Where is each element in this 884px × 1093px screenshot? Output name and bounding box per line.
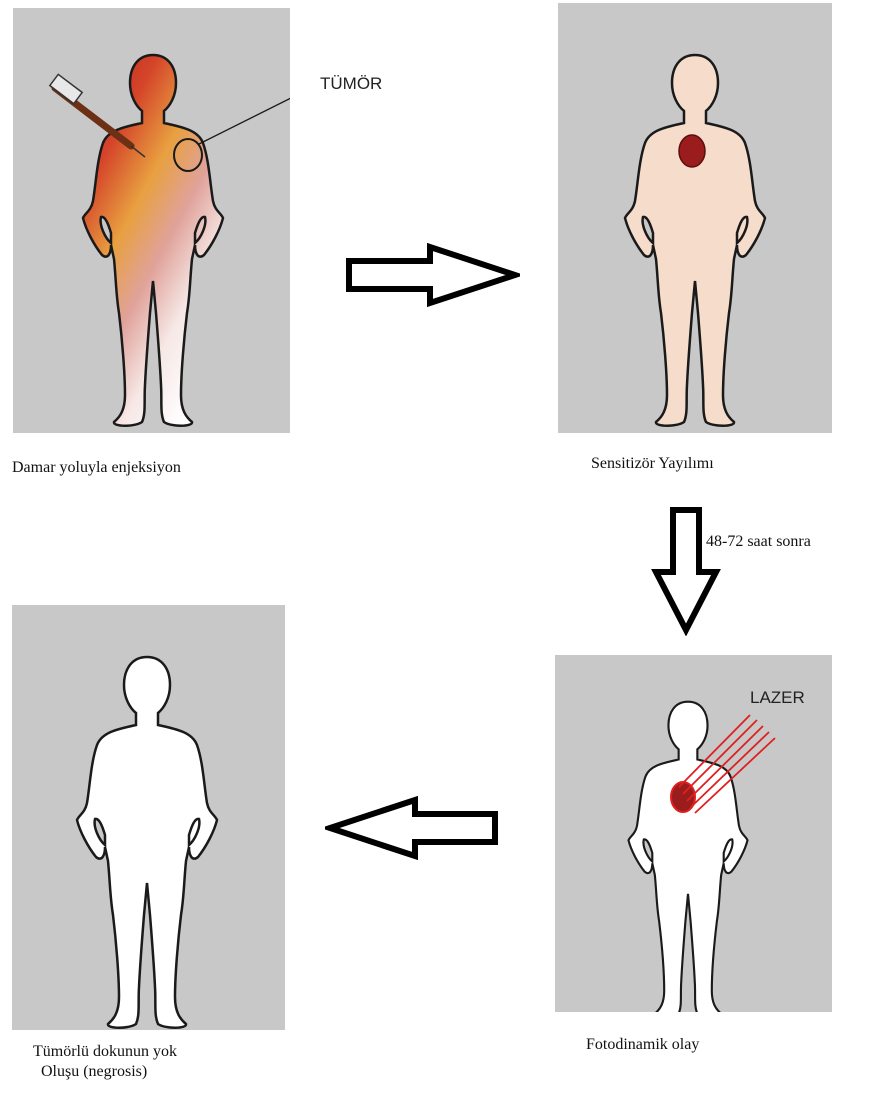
caption-photodynamic: Fotodinamik olay [586, 1036, 699, 1054]
caption-injection: Damar yoluyla enjeksiyon [12, 459, 181, 477]
panel-injection [13, 8, 290, 433]
arrow-right-icon [345, 243, 520, 308]
panel-photodynamic [555, 655, 832, 1012]
arrow-left-icon [325, 796, 500, 861]
tumor-label: TÜMÖR [320, 74, 382, 94]
caption-necrosis-line2: Oluşu (negrosis) [41, 1063, 147, 1081]
arrow-down-icon [650, 506, 722, 636]
caption-necrosis-line1: Tümörlü dokunun yok [33, 1043, 177, 1061]
tumor-spot [679, 135, 705, 167]
caption-spread: Sensitizör Yayılımı [591, 455, 714, 473]
panel-necrosis [12, 605, 285, 1030]
laser-label: LAZER [750, 688, 805, 708]
time-label: 48-72 saat sonra [706, 533, 811, 551]
panel-spread [558, 3, 832, 433]
